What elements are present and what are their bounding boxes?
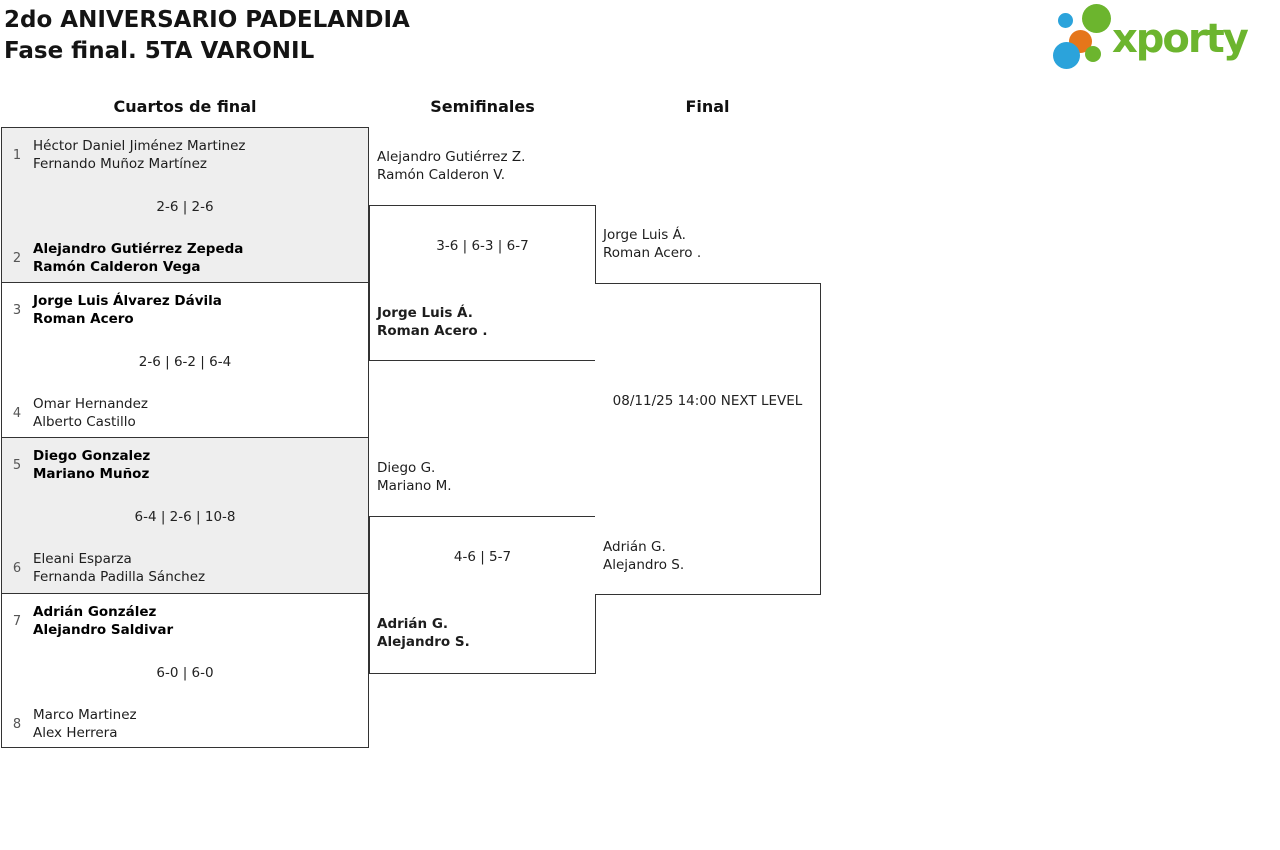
match-semifinal-1[interactable]: Alejandro Gutiérrez Z. Ramón Calderon V.…: [369, 149, 596, 361]
player-name: Jorge Luis Álvarez Dávila: [33, 293, 222, 309]
logo-wordmark: xporty: [1112, 16, 1249, 62]
team-names: Adrián González Alejandro Saldivar: [33, 603, 173, 639]
seed-number: 7: [12, 613, 22, 629]
player-name: Jorge Luis Á.: [603, 227, 686, 243]
player-name: Diego G.: [377, 460, 436, 476]
player-name: Omar Hernandez: [33, 396, 149, 412]
player-name: Ramón Calderon Vega: [33, 259, 201, 275]
match-quarterfinal-2[interactable]: 3 Jorge Luis Álvarez Dávila Roman Acero …: [1, 282, 369, 438]
team-names: Adrián G. Alejandro S.: [377, 615, 470, 651]
seed-number: 6: [12, 560, 22, 576]
player-name: Alejandro Gutiérrez Z.: [377, 149, 526, 165]
player-name: Eleani Esparza: [33, 551, 132, 567]
seed-number: 4: [12, 405, 22, 421]
player-name: Jorge Luis Á.: [377, 305, 473, 321]
team-row: 2 Alejandro Gutiérrez Zepeda Ramón Calde…: [9, 240, 244, 276]
seed-number: 1: [12, 147, 22, 163]
player-name: Alejandro Gutiérrez Zepeda: [33, 241, 244, 257]
match-score: 4-6 | 5-7: [453, 549, 512, 565]
team-names: Jorge Luis Á. Roman Acero .: [377, 304, 488, 340]
seed-number: 3: [12, 302, 22, 318]
match-score: 6-0 | 6-0: [156, 665, 214, 681]
match-score: 2-6 | 6-2 | 6-4: [138, 354, 232, 370]
team-names: Adrián G. Alejandro S.: [603, 538, 684, 574]
team-names: Héctor Daniel Jiménez Martinez Fernando …: [33, 137, 246, 173]
logo-dot-icon: [1085, 46, 1101, 62]
team-names: Omar Hernandez Alberto Castillo: [33, 395, 148, 431]
round-header-cuartos: Cuartos de final: [113, 97, 257, 116]
match-quarterfinal-3[interactable]: 5 Diego Gonzalez Mariano Muñoz 6-4 | 2-6…: [1, 437, 369, 594]
match-score: 2-6 | 2-6: [156, 199, 214, 215]
player-name: Alex Herrera: [33, 725, 118, 741]
player-name: Fernanda Padilla Sánchez: [33, 569, 206, 585]
round-header-final: Final: [685, 97, 730, 116]
player-name: Adrián G.: [603, 539, 666, 555]
team-row: 3 Jorge Luis Álvarez Dávila Roman Acero: [9, 292, 222, 328]
team-row: 5 Diego Gonzalez Mariano Muñoz: [9, 447, 150, 483]
team-names: Jorge Luis Álvarez Dávila Roman Acero: [33, 292, 222, 328]
player-name: Fernando Muñoz Martínez: [33, 156, 208, 172]
player-name: Alberto Castillo: [33, 414, 136, 430]
team-names: Alejandro Gutiérrez Zepeda Ramón Caldero…: [33, 240, 243, 276]
team-names: Eleani Esparza Fernanda Padilla Sánchez: [33, 550, 205, 586]
logo-dot-icon: [1082, 4, 1111, 33]
player-name: Adrián G.: [377, 616, 449, 632]
seed-number: 2: [12, 250, 22, 266]
xporty-logo[interactable]: xporty: [1050, 0, 1276, 74]
seed-number: 5: [12, 457, 22, 473]
team-row: 1 Héctor Daniel Jiménez Martinez Fernand…: [9, 137, 246, 173]
match-quarterfinal-4[interactable]: 7 Adrián González Alejandro Saldivar 6-0…: [1, 593, 369, 748]
player-name: Alejandro S.: [603, 557, 685, 573]
team-row: 6 Eleani Esparza Fernanda Padilla Sánche…: [9, 550, 205, 586]
page-title: 2do ANIVERSARIO PADELANDIA: [4, 7, 410, 33]
logo-dot-icon: [1058, 13, 1073, 28]
player-name: Diego Gonzalez: [33, 448, 151, 464]
page-title-block: 2do ANIVERSARIO PADELANDIA Fase final. 5…: [4, 5, 410, 67]
team-row: 4 Omar Hernandez Alberto Castillo: [9, 395, 148, 431]
page-subtitle: Fase final. 5TA VARONIL: [4, 38, 315, 64]
player-name: Mariano M.: [377, 478, 452, 494]
player-name: Mariano Muñoz: [33, 466, 150, 482]
player-name: Alejandro Saldivar: [33, 622, 174, 638]
match-final[interactable]: Jorge Luis Á. Roman Acero . 08/11/25 14:…: [595, 227, 821, 595]
round-header-semifinales: Semifinales: [430, 97, 535, 116]
match-score: 3-6 | 6-3 | 6-7: [436, 238, 529, 254]
team-names: Diego G. Mariano M.: [377, 459, 452, 495]
player-name: Adrián González: [33, 604, 157, 620]
team-names: Alejandro Gutiérrez Z. Ramón Calderon V.: [377, 148, 525, 184]
team-names: Diego Gonzalez Mariano Muñoz: [33, 447, 150, 483]
logo-dot-icon: [1053, 42, 1080, 69]
match-semifinal-2[interactable]: Diego G. Mariano M. 4-6 | 5-7 Adrián G. …: [369, 460, 596, 674]
match-schedule: 08/11/25 14:00 NEXT LEVEL: [612, 393, 803, 409]
match-quarterfinal-1[interactable]: 1 Héctor Daniel Jiménez Martinez Fernand…: [1, 127, 369, 283]
team-row: 7 Adrián González Alejandro Saldivar: [9, 603, 173, 639]
player-name: Ramón Calderon V.: [377, 167, 506, 183]
player-name: Roman Acero .: [377, 323, 488, 339]
team-names: Jorge Luis Á. Roman Acero .: [603, 226, 701, 262]
player-name: Marco Martinez: [33, 707, 137, 723]
player-name: Roman Acero: [33, 311, 134, 327]
team-row: 8 Marco Martinez Alex Herrera: [9, 706, 137, 742]
player-name: Roman Acero .: [603, 245, 702, 261]
player-name: Alejandro S.: [377, 634, 470, 650]
match-score: 6-4 | 2-6 | 10-8: [134, 509, 236, 525]
team-names: Marco Martinez Alex Herrera: [33, 706, 137, 742]
player-name: Héctor Daniel Jiménez Martinez: [33, 138, 246, 154]
seed-number: 8: [12, 716, 22, 732]
